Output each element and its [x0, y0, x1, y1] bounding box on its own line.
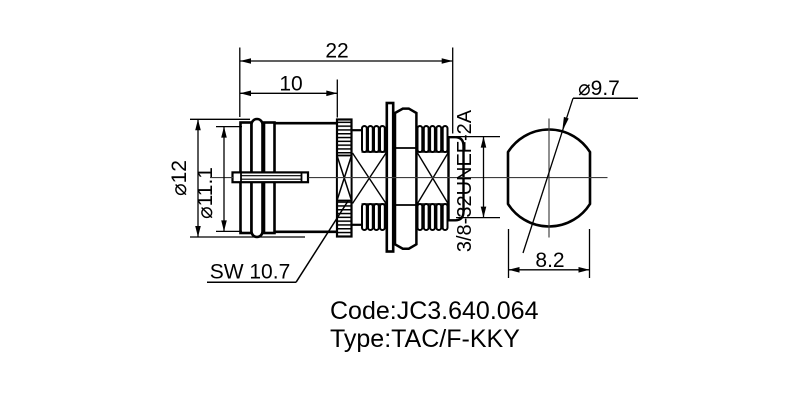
dim-across-flats: 8.2 [535, 249, 564, 272]
thread-band-front [361, 125, 386, 231]
part-type: Type:TAC/F-KKY [330, 325, 520, 353]
dimension-lines [190, 47, 638, 284]
dim-rear-diameter: ⌀9.7 [578, 77, 620, 100]
centerlines [210, 118, 608, 238]
dim-overall-length: 22 [325, 40, 348, 63]
knurl-section [335, 118, 353, 238]
dim-inner-diameter: ⌀11.1 [194, 167, 217, 219]
part-code: Code:JC3.640.064 [330, 297, 539, 325]
dimension-arrowheads [195, 58, 590, 273]
dim-wrench-size: SW 10.7 [210, 261, 291, 284]
center-contact [231, 171, 310, 184]
hex-nut [393, 107, 418, 250]
dim-outer-diameter: ⌀12 [168, 160, 191, 196]
dim-thread-spec: 3/8-32UNEF-2A [454, 109, 476, 252]
rear-end-cap [447, 136, 465, 222]
sw-leader [295, 200, 349, 283]
dim-front-length: 10 [279, 73, 302, 96]
thread-band-rear [416, 125, 449, 231]
shaft-diagonals [351, 152, 449, 204]
